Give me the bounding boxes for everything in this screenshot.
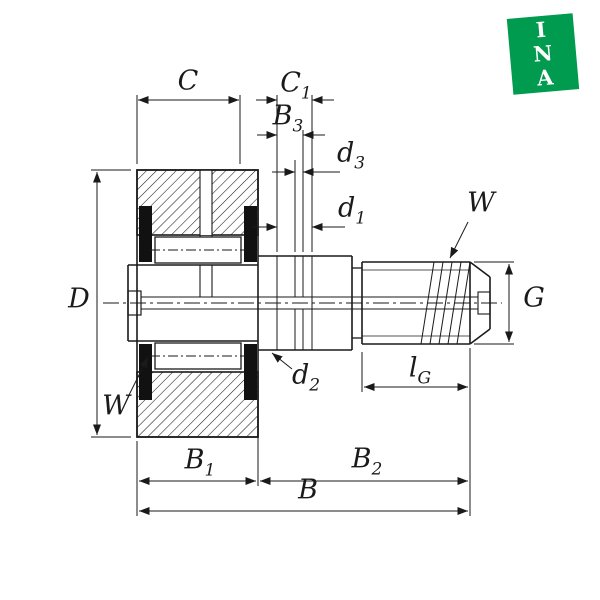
logo-letter-a: A bbox=[535, 64, 555, 91]
dim-label-d2: d2 bbox=[291, 359, 321, 396]
dim-label-w-top: W bbox=[467, 187, 495, 219]
dim-label-b1: B1 bbox=[184, 444, 216, 481]
dim-label-c1: C1 bbox=[280, 67, 312, 104]
stud bbox=[127, 264, 478, 342]
roller-outer-ring bbox=[136, 169, 259, 438]
dim-label-d-outer: D bbox=[68, 283, 90, 315]
dim-label-lg: lG bbox=[408, 352, 432, 389]
dimension-lines bbox=[91, 95, 514, 516]
d2-leader bbox=[271, 352, 293, 370]
ina-logo: I N A bbox=[506, 13, 580, 95]
dim-label-w-bottom: W bbox=[102, 390, 130, 422]
dim-label-g: G bbox=[523, 282, 545, 314]
thread-marks bbox=[420, 261, 471, 345]
dim-label-b2: B2 bbox=[351, 443, 383, 480]
needle-rollers bbox=[150, 236, 246, 370]
dim-label-b: B bbox=[298, 474, 318, 506]
logo-letter-n: N bbox=[532, 40, 554, 67]
stud-collar bbox=[258, 255, 353, 351]
threaded-stud bbox=[362, 261, 491, 345]
dim-label-d1: d1 bbox=[337, 192, 367, 229]
w-bottom-leader bbox=[127, 356, 149, 398]
end-washers bbox=[139, 206, 257, 400]
dim-label-d3: d3 bbox=[336, 137, 366, 174]
dim-label-b3: B3 bbox=[272, 100, 304, 137]
dim-label-c: C bbox=[177, 65, 199, 97]
w-top-leader bbox=[449, 221, 469, 259]
thread-relief-groove bbox=[352, 262, 363, 344]
logo-letter-i: I bbox=[534, 16, 547, 43]
